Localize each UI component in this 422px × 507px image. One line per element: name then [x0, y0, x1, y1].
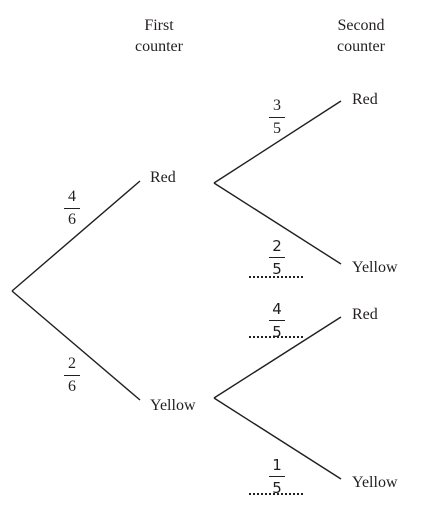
fraction-bar: [269, 257, 285, 258]
header-second-line2: counter: [337, 38, 385, 55]
outcome-first-yellow: Yellow: [150, 397, 196, 414]
branch-first-yellow: [11, 290, 141, 401]
answer-dotted-line: [249, 276, 303, 278]
header-second-line1: Second: [337, 17, 385, 34]
header-first-line2: counter: [135, 38, 183, 55]
fraction-bar: [64, 375, 80, 376]
probability-first-red-numerator: 4: [68, 188, 76, 205]
branch-red-yellow: [213, 182, 342, 265]
branch-yellow-red: [213, 316, 342, 399]
probability-red-yellow: 2 5: [262, 237, 292, 278]
probability-red-red-numerator: 3: [273, 97, 281, 114]
outcome-first-red: Red: [150, 169, 176, 186]
probability-first-yellow: 2 6: [57, 355, 87, 396]
outcome-yellow-yellow: Yellow: [352, 474, 398, 491]
answer-dotted-line: [249, 493, 303, 495]
fraction-bar: [269, 320, 285, 321]
probability-yellow-red-numerator: 4: [272, 300, 282, 318]
probability-red-red-denominator: 5: [273, 120, 281, 137]
fraction-bar: [64, 208, 80, 209]
probability-red-yellow-denominator: 5: [272, 260, 282, 278]
fraction-bar: [269, 117, 285, 118]
probability-yellow-red: 4 5: [262, 300, 292, 341]
probability-yellow-yellow: 1 5: [262, 456, 292, 497]
probability-first-red: 4 6: [57, 188, 87, 229]
probability-first-red-denominator: 6: [68, 211, 76, 228]
probability-yellow-yellow-denominator: 5: [272, 479, 282, 497]
answer-dotted-line: [249, 336, 303, 338]
probability-first-yellow-numerator: 2: [68, 355, 76, 372]
outcome-yellow-red: Red: [352, 306, 378, 323]
probability-red-yellow-numerator: 2: [272, 237, 282, 255]
probability-yellow-red-denominator: 5: [272, 323, 282, 341]
branch-first-red: [11, 180, 141, 292]
outcome-red-red: Red: [352, 91, 378, 108]
outcome-red-yellow: Yellow: [352, 259, 398, 276]
header-first-line1: First: [144, 17, 174, 34]
branch-yellow-yellow: [213, 397, 342, 480]
probability-red-red: 3 5: [262, 97, 292, 138]
probability-yellow-yellow-numerator: 1: [272, 456, 282, 474]
fraction-bar: [269, 476, 285, 477]
header-second-counter: Second counter: [306, 15, 416, 57]
branch-red-red: [213, 100, 342, 184]
probability-first-yellow-denominator: 6: [68, 378, 76, 395]
header-first-counter: First counter: [104, 15, 214, 57]
